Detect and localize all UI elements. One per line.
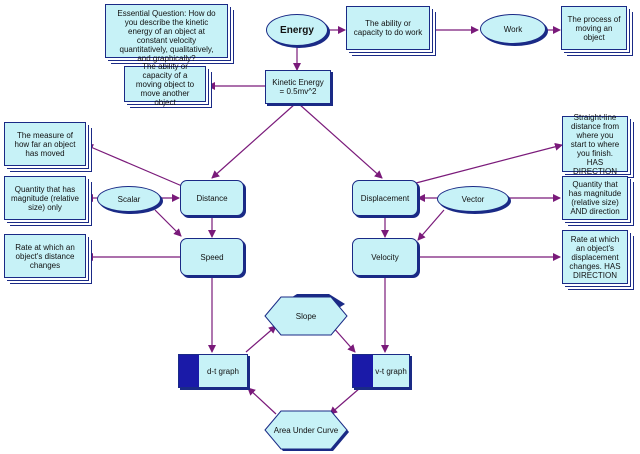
vt-graph-node[interactable]: v-t graph <box>352 354 410 388</box>
vector-node[interactable]: Vector <box>437 186 509 212</box>
area-under-curve-label: Area Under Curve <box>273 425 339 435</box>
connector-distance-definition <box>85 144 183 187</box>
vt-graph-label: v-t graph <box>375 366 407 376</box>
slope-node-shape <box>264 296 348 336</box>
scalar-definition-text: Quantity that has magnitude (relative si… <box>10 184 80 212</box>
energy-label: Energy <box>280 24 314 36</box>
displacement-definition-box: Straight-line distance from where you st… <box>562 113 628 176</box>
displacement-definition-text: Straight-line distance from where you st… <box>570 112 620 176</box>
kinetic-energy-node[interactable]: Kinetic Energy = 0.5mv^2 <box>265 70 331 104</box>
scalar-node[interactable]: Scalar <box>97 186 161 212</box>
velocity-label: Velocity <box>371 252 399 262</box>
area-node-shape <box>264 410 348 450</box>
connector-displacement-definition <box>415 142 563 184</box>
work-definition-box: The process of moving an object <box>561 6 627 50</box>
velocity-definition-text: Rate at which an object's displacement c… <box>569 234 621 280</box>
connector-vector-velocity <box>417 209 445 241</box>
vt-graph-bar <box>353 355 373 387</box>
distance-label: Distance <box>196 193 228 203</box>
dt-graph-bar <box>179 355 199 387</box>
dt-graph-node[interactable]: d-t graph <box>178 354 248 388</box>
work-label: Work <box>503 24 523 34</box>
velocity-node[interactable]: Velocity <box>352 238 418 276</box>
work-definition-text: The process of moving an object <box>567 14 621 42</box>
velocity-definition-box: Rate at which an object's displacement c… <box>562 230 628 284</box>
displacement-node[interactable]: Displacement <box>352 180 418 216</box>
area-under-curve-node[interactable]: Area Under Curve <box>270 414 342 446</box>
connector-slope-vtgraph <box>331 325 356 353</box>
energy-definition-text: The ability or capacity to do work <box>353 19 423 37</box>
speed-label: Speed <box>200 252 224 262</box>
vector-definition-box: Quantity that has magnitude (relative si… <box>562 176 628 220</box>
connector-kinetic-displacement <box>298 103 383 179</box>
displacement-label: Displacement <box>360 193 410 203</box>
distance-definition-box: The measure of how far an object has mov… <box>4 122 86 166</box>
slope-label: Slope <box>295 311 317 321</box>
speed-node[interactable]: Speed <box>180 238 244 276</box>
dt-graph-label: d-t graph <box>206 366 240 376</box>
kinetic-definition-box: The ability or capacity of a moving obje… <box>124 62 206 107</box>
slope-node[interactable]: Slope <box>268 300 344 332</box>
connector-scalar-speed <box>154 209 182 237</box>
energy-definition-box: The ability or capacity to do work <box>346 6 430 50</box>
distance-definition-text: The measure of how far an object has mov… <box>14 130 76 158</box>
speed-definition-box: Rate at which an object's distance chang… <box>4 234 86 278</box>
scalar-label: Scalar <box>117 194 141 204</box>
essential-question-box: Essential Question: How do you describe … <box>105 4 228 63</box>
connector-area-dtgraph <box>247 387 277 415</box>
speed-definition-text: Rate at which an object's distance chang… <box>15 242 75 270</box>
connector-vtgraph-area <box>329 387 361 415</box>
kinetic-energy-label: Kinetic Energy = 0.5mv^2 <box>272 78 324 96</box>
work-node[interactable]: Work <box>480 14 546 44</box>
scalar-definition-box: Quantity that has magnitude (relative si… <box>4 176 86 220</box>
connector-dtgraph-slope <box>245 325 277 353</box>
vector-definition-text: Quantity that has magnitude (relative si… <box>568 180 622 216</box>
essential-question-text: Essential Question: How do you describe … <box>117 9 216 63</box>
distance-node[interactable]: Distance <box>180 180 244 216</box>
vector-label: Vector <box>461 194 485 204</box>
energy-node[interactable]: Energy <box>266 14 328 46</box>
connector-kinetic-distance <box>211 103 296 179</box>
kinetic-definition-text: The ability or capacity of a moving obje… <box>135 61 195 107</box>
